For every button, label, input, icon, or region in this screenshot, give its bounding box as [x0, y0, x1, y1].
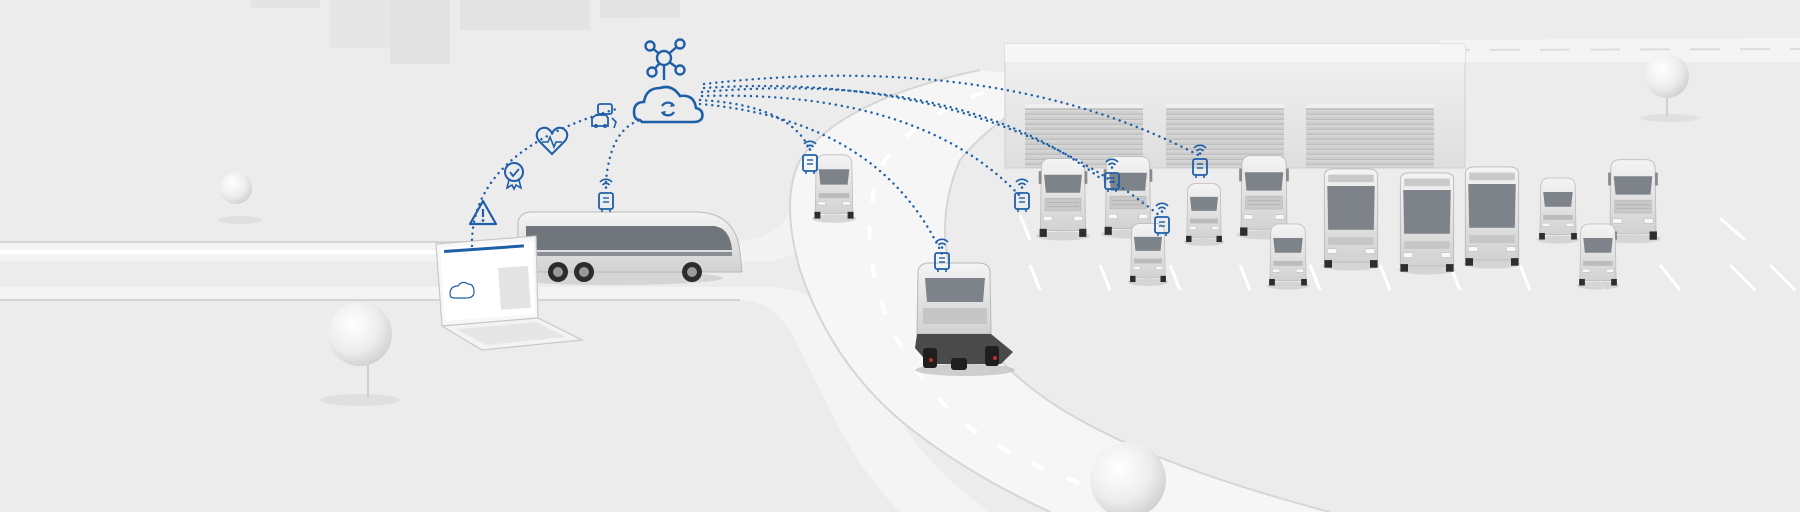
parked-van	[1183, 183, 1225, 247]
parked-van	[1266, 223, 1310, 291]
parked-bus	[1322, 168, 1380, 272]
parked-van	[1536, 177, 1580, 245]
certificate-icon	[504, 162, 524, 191]
depot-building	[1004, 43, 1466, 169]
parked-truck	[1035, 158, 1091, 241]
network-hub-icon	[644, 38, 686, 80]
heart-rate-icon	[535, 126, 569, 156]
coach-bus	[503, 211, 743, 285]
vehicle-diagnostics-icon	[591, 103, 617, 129]
cloud-sync-icon	[632, 85, 704, 124]
parked-bus	[1398, 172, 1456, 276]
background-buildings	[250, 0, 680, 64]
laptop	[435, 235, 585, 351]
parking-lines	[1018, 214, 1797, 292]
decor-spheres	[218, 54, 1700, 512]
warning-icon	[468, 199, 498, 226]
semi-tractor	[915, 262, 1015, 376]
connection-lines	[470, 74, 1202, 256]
upper-right-road	[1439, 38, 1800, 62]
parked-bus	[1463, 166, 1521, 270]
parked-van	[1576, 223, 1620, 291]
van-on-road	[811, 154, 857, 224]
